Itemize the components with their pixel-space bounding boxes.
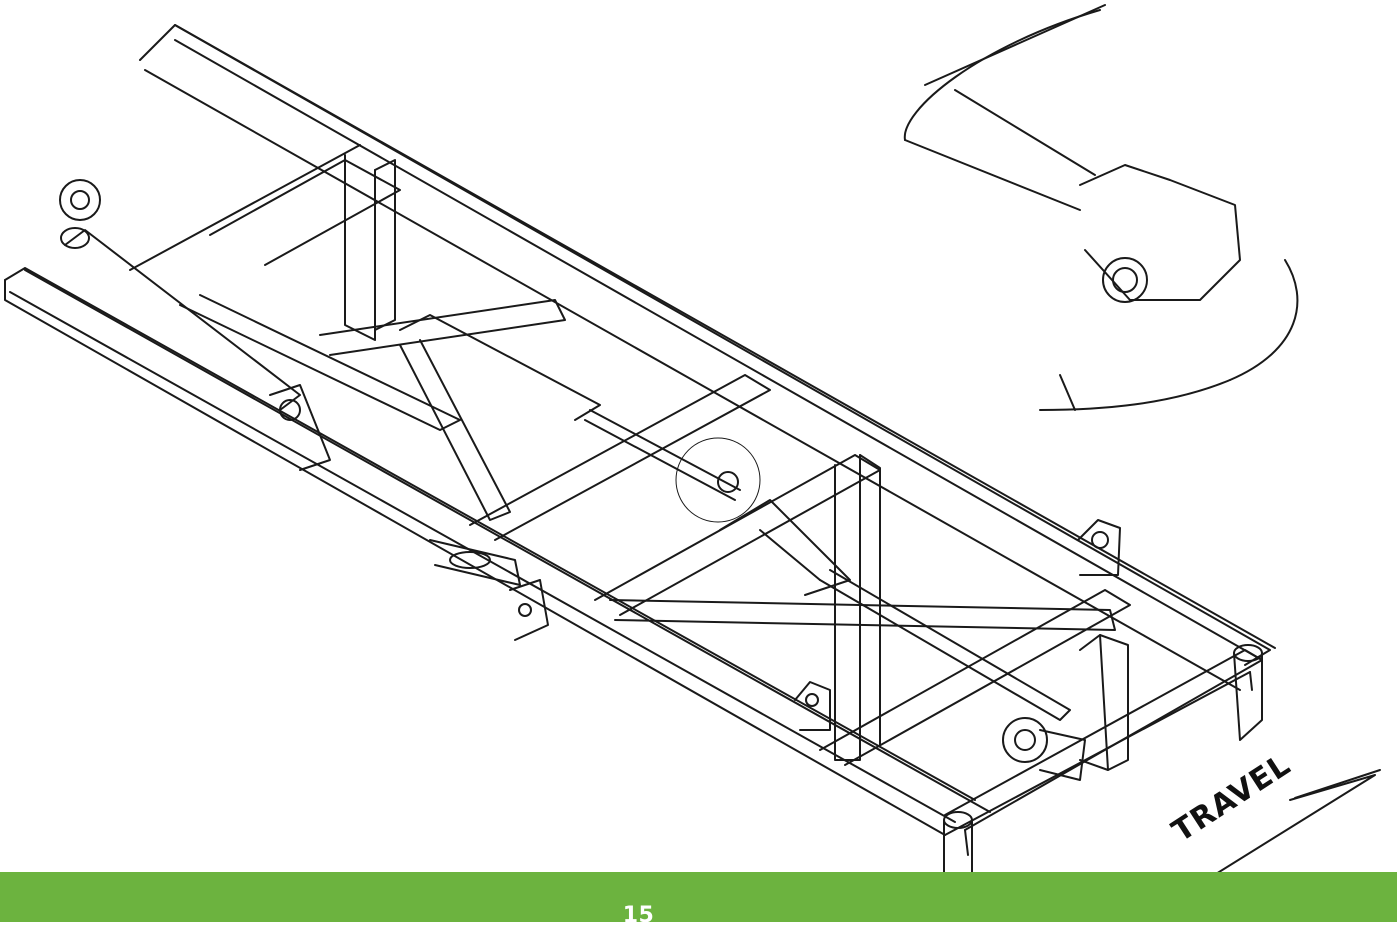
inner-cross-members: [129, 144, 1131, 766]
hinge-plates: [429, 539, 549, 641]
hub-assemblies: [59, 179, 1086, 781]
travel-direction-arrow: [1149, 769, 1381, 916]
vertical-posts: [344, 154, 881, 761]
x-bracing-front: [179, 294, 566, 521]
lug-mounts: [794, 519, 1121, 731]
lower-main-rail: [4, 267, 991, 836]
left-lift-cylinder: [60, 227, 331, 471]
triangle-bracket: [719, 499, 851, 596]
page-number: 15: [622, 903, 655, 928]
footer-band: [0, 872, 1397, 922]
rear-cross-member: [944, 649, 1263, 856]
x-bracing-rear: [609, 569, 1116, 721]
detail-callout: [903, 4, 1299, 411]
center-cylinder: [399, 314, 761, 523]
